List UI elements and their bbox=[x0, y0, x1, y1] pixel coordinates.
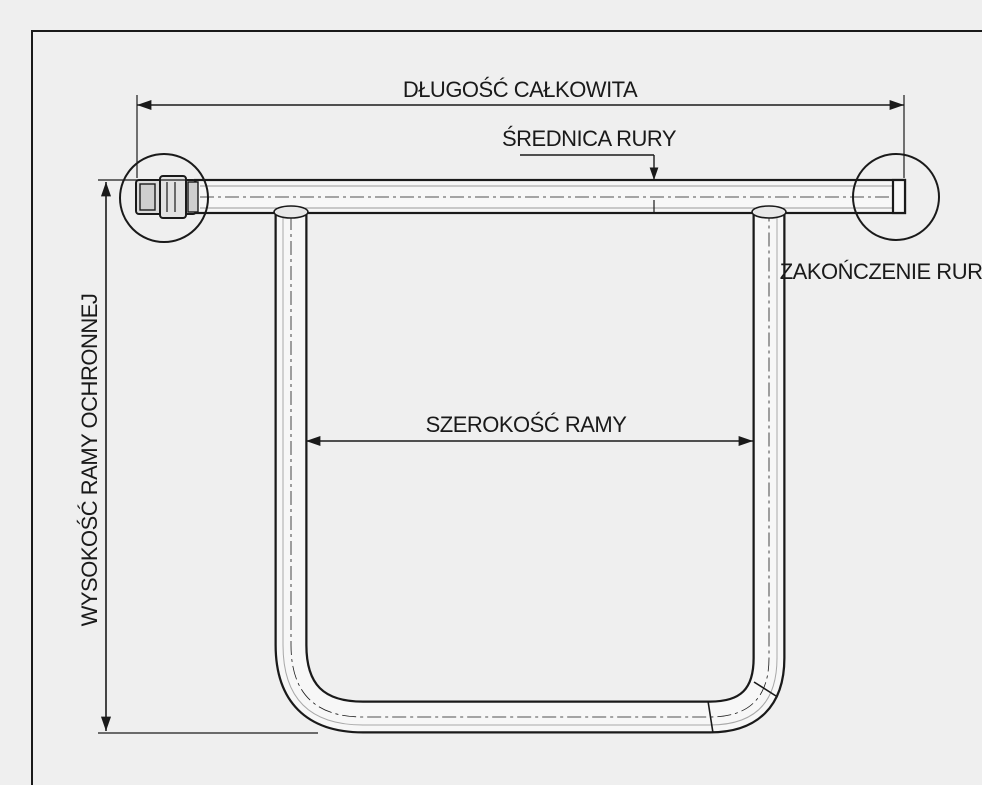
frame-height-label: WYSOKOŚĆ RAMY OCHRONNEJ bbox=[77, 294, 102, 627]
tube-diameter-label: ŚREDNICA RURY bbox=[502, 126, 677, 151]
frame-width-dimension: SZEROKOŚĆ RAMY bbox=[306, 412, 753, 447]
drawing-border bbox=[31, 30, 982, 785]
u-frame bbox=[273, 205, 787, 734]
total-length-dimension: DŁUGOŚĆ CAŁKOWITA bbox=[136, 77, 905, 178]
tube-diameter-dimension: ŚREDNICA RURY bbox=[502, 126, 677, 213]
left-end-cap-detail bbox=[119, 153, 209, 243]
frame-height-dimension: WYSOKOŚĆ RAMY OCHRONNEJ bbox=[77, 179, 318, 734]
total-length-label: DŁUGOŚĆ CAŁKOWITA bbox=[403, 77, 638, 102]
right-tube-end-detail bbox=[852, 153, 940, 241]
tube-end-label: ZAKOŃCZENIE RURY bbox=[780, 259, 982, 284]
frame-width-label: SZEROKOŚĆ RAMY bbox=[426, 412, 628, 437]
